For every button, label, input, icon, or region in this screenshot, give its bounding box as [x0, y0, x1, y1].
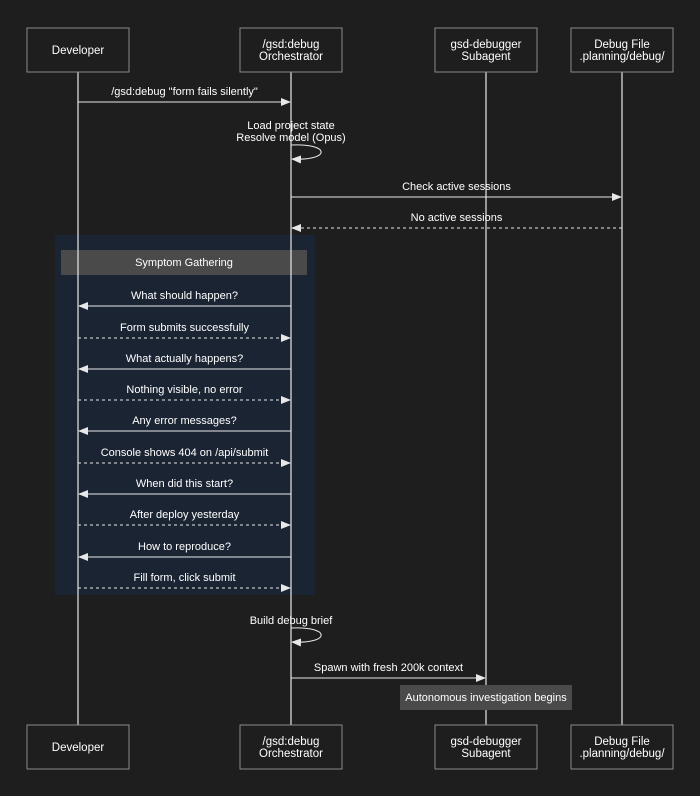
participant-orchestrator-top: /gsd:debug Orchestrator: [239, 27, 343, 73]
message: What should happen?: [78, 290, 291, 310]
self-message-arrow: [290, 627, 322, 647]
svg-text:Developer: Developer: [52, 742, 105, 754]
svg-text:Debug File: Debug File: [594, 39, 650, 51]
message: Fill form, click submit: [78, 572, 291, 592]
message: Nothing visible, no error: [78, 384, 291, 404]
svg-text:Subagent: Subagent: [461, 51, 511, 63]
message: Console shows 404 on /api/submit: [78, 447, 291, 467]
message-label: After deploy yesterday: [130, 509, 240, 521]
group-header: [61, 250, 307, 275]
svg-text:gsd-debugger: gsd-debugger: [451, 736, 522, 748]
message: Build debug brief: [250, 615, 334, 647]
participant-orchestrator-bottom: /gsd:debug Orchestrator: [239, 724, 343, 770]
participant-subagent-top: gsd-debugger Subagent: [434, 27, 538, 73]
note-autonomous-investigation: Autonomous investigation begins: [400, 685, 572, 710]
lifelines: [77, 72, 623, 725]
message: /gsd:debug "form fails silently": [78, 86, 291, 106]
self-message-arrow: [290, 144, 322, 164]
message: Check active sessions: [291, 181, 622, 201]
messages: /gsd:debug "form fails silently" Load pro…: [78, 86, 622, 682]
message: When did this start?: [78, 478, 291, 498]
message-label: Console shows 404 on /api/submit: [101, 447, 269, 459]
group-label: Symptom Gathering: [135, 257, 233, 269]
svg-text:/gsd:debug: /gsd:debug: [263, 736, 320, 748]
svg-text:Orchestrator: Orchestrator: [259, 748, 323, 760]
svg-text:.planning/debug/: .planning/debug/: [579, 748, 665, 760]
message-label: Form submits successfully: [120, 322, 249, 334]
message-label: Spawn with fresh 200k context: [314, 662, 463, 674]
svg-text:/gsd:debug: /gsd:debug: [263, 39, 320, 51]
message-label: What should happen?: [131, 290, 238, 302]
svg-text:Debug File: Debug File: [594, 736, 650, 748]
participant-debug-file-bottom: Debug File .planning/debug/: [570, 724, 674, 770]
message-label: Load project state: [247, 120, 334, 132]
note-box: [400, 685, 572, 710]
svg-text:.planning/debug/: .planning/debug/: [579, 51, 665, 63]
message-label: Nothing visible, no error: [126, 384, 243, 396]
svg-text:gsd-debugger: gsd-debugger: [451, 39, 522, 51]
message: Spawn with fresh 200k context: [291, 662, 486, 682]
message-label: Check active sessions: [402, 181, 511, 193]
note-text: Autonomous investigation begins: [405, 692, 567, 704]
message: How to reproduce?: [78, 541, 291, 561]
message-label: Any error messages?: [132, 415, 237, 427]
message-label: Build debug brief: [250, 615, 334, 627]
message-label: Resolve model (Opus): [236, 132, 345, 144]
message: Form submits successfully: [78, 322, 291, 342]
message-label: When did this start?: [136, 478, 233, 490]
symptom-gathering-group: Symptom Gathering: [55, 235, 315, 595]
svg-text:Developer: Developer: [52, 45, 105, 57]
message-label: What actually happens?: [126, 353, 243, 365]
message-label: How to reproduce?: [138, 541, 231, 553]
message-label: /gsd:debug "form fails silently": [111, 86, 258, 98]
message: No active sessions: [291, 212, 622, 232]
group-background: [55, 235, 315, 595]
participant-subagent-bottom: gsd-debugger Subagent: [434, 724, 538, 770]
message-label: No active sessions: [411, 212, 503, 224]
participant-developer-top: Developer: [26, 27, 130, 73]
svg-text:Subagent: Subagent: [461, 748, 511, 760]
participant-debug-file-top: Debug File .planning/debug/: [570, 27, 674, 73]
message: What actually happens?: [78, 353, 291, 373]
svg-text:Orchestrator: Orchestrator: [259, 51, 323, 63]
participant-developer-bottom: Developer: [26, 724, 130, 770]
message: After deploy yesterday: [78, 509, 291, 529]
message-label: Fill form, click submit: [133, 572, 235, 584]
message: Any error messages?: [78, 415, 291, 435]
